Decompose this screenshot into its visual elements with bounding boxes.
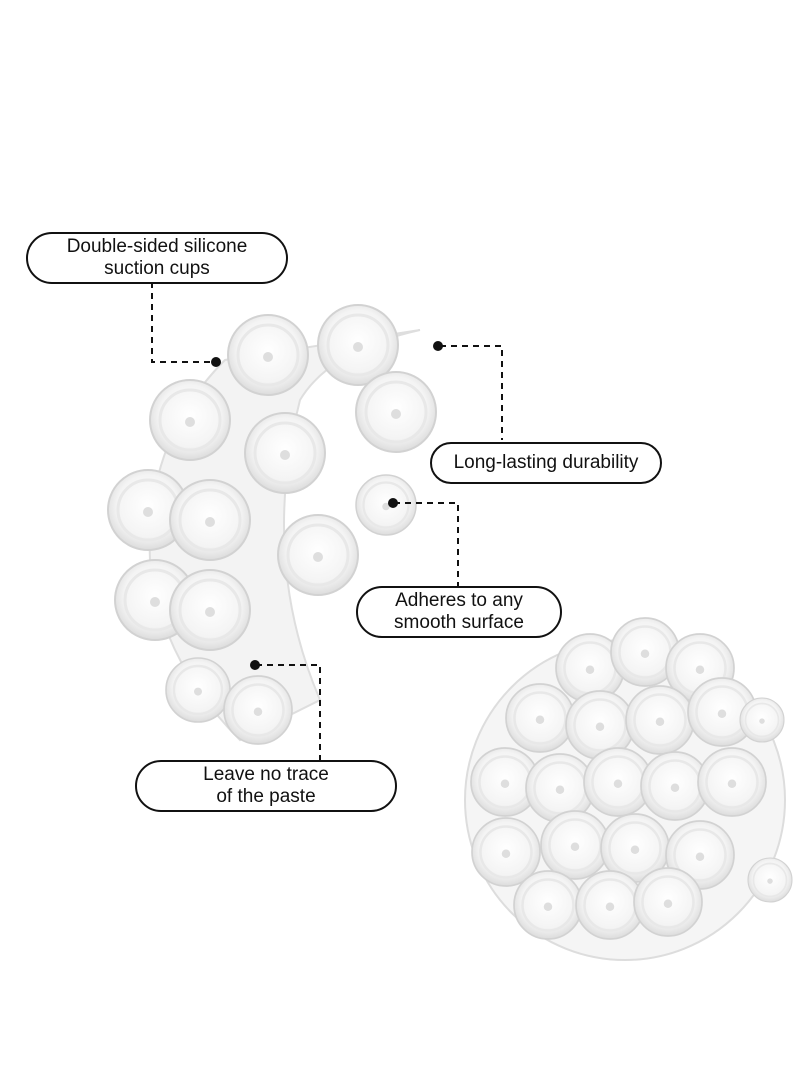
callout-adheres-line1: Adheres to any: [395, 590, 523, 611]
leader-suction-cups: [151, 282, 215, 363]
callout-no-trace-line1: Leave no trace: [203, 764, 329, 785]
callout-suction-cups: Double-sided silicone suction cups: [26, 232, 288, 284]
callout-adheres: Adheres to any smooth surface: [356, 586, 562, 638]
callout-suction-cups-line2: suction cups: [104, 258, 210, 279]
dot-suction-cups: [211, 357, 221, 367]
leader-dots: [211, 341, 443, 670]
flat-suction-pad: [464, 616, 793, 961]
tilted-suction-pad: [106, 303, 438, 746]
callout-no-trace-line2: of the paste: [216, 786, 316, 807]
callout-suction-cups-line1: Double-sided silicone: [66, 236, 248, 257]
dot-adheres: [388, 498, 398, 508]
leader-durability: [440, 345, 503, 440]
callout-no-trace: Leave no trace of the paste: [135, 760, 397, 812]
dot-no-trace: [250, 660, 260, 670]
callout-durability-line1: Long-lasting durability: [453, 452, 639, 473]
callout-durability: Long-lasting durability: [430, 442, 662, 484]
leader-lines: [151, 282, 503, 762]
dot-durability: [433, 341, 443, 351]
callout-adheres-line2: smooth surface: [394, 612, 524, 633]
